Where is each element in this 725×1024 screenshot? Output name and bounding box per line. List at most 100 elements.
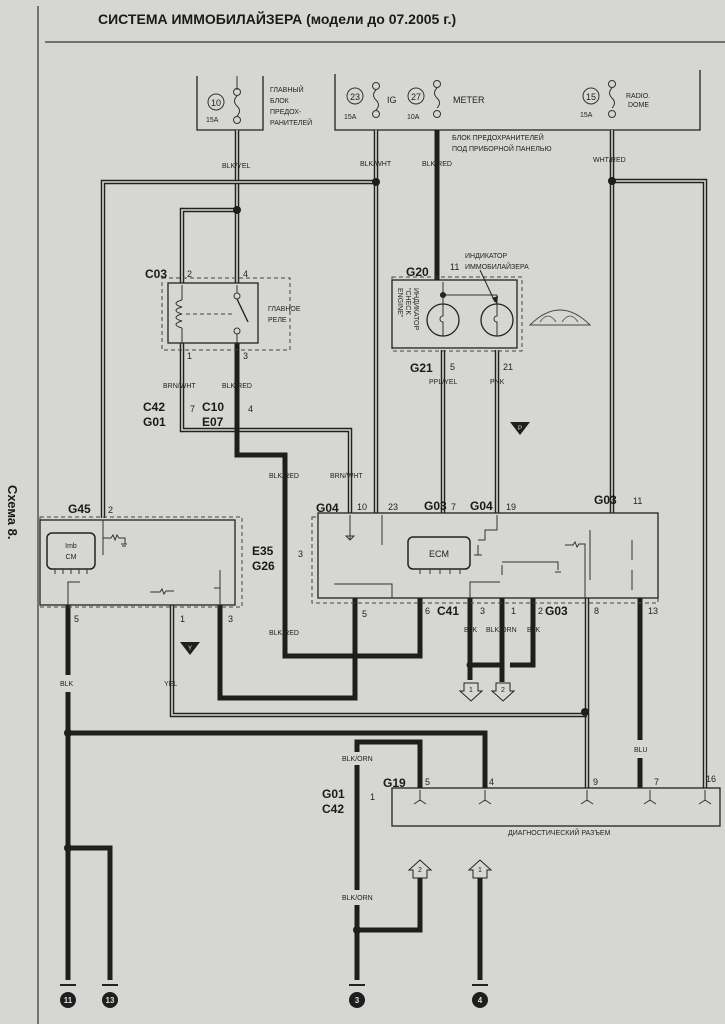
label: 2 (108, 505, 113, 515)
label: 5 (450, 362, 455, 372)
wire-label: BLK/RED (269, 630, 299, 637)
label: 9 (593, 777, 598, 787)
inline-connectors: C42 G01 7 C10 E07 4 E35 G26 3 G01 C42 1 (143, 400, 375, 816)
fuse-rating: 15A (344, 114, 357, 121)
label: 2 (538, 606, 543, 616)
fuse-27: 27 10A METER (407, 80, 485, 121)
pin-label: 4 (243, 269, 248, 279)
fuse-number: 27 (411, 92, 421, 102)
marker-y: Y (180, 642, 200, 655)
wire-label: PPL/YEL (429, 379, 458, 386)
fuse-number: 10 (211, 98, 221, 108)
terminal-icons (413, 790, 712, 805)
label: G04 (470, 499, 493, 513)
label: C42 (143, 400, 165, 414)
label: 19 (506, 502, 516, 512)
fuse-23: 23 15A IG (344, 82, 397, 121)
fuse-name: METER (453, 95, 485, 105)
label: 4 (248, 404, 253, 414)
indicator-arrow-icon (479, 269, 496, 303)
label: 5 (362, 609, 367, 619)
label: G19 (383, 776, 406, 790)
label: C10 (202, 400, 224, 414)
ground-4: 4 (472, 984, 488, 1008)
coil-icon (175, 299, 183, 329)
label: 6 (425, 606, 430, 616)
fuse-box-label: БЛОК (270, 98, 290, 105)
label: 8 (594, 606, 599, 616)
wire-label: BLU (634, 747, 648, 754)
label: 3 (298, 549, 303, 559)
ground-11: 11 (60, 984, 76, 1008)
marker-p: P (510, 422, 530, 435)
label: E35 (252, 544, 274, 558)
label: G45 (68, 502, 91, 516)
label: G21 (410, 361, 433, 375)
pin-label: 2 (187, 269, 192, 279)
diagnostic-connector: G19 5 4 9 7 16 ДИАГНОСТИЧЕСКИЙ РАЗЪЕМ (383, 774, 721, 837)
ecm: ECM G04 10 23 G03 7 G04 19 G03 11 5 6 C4… (311, 493, 659, 619)
label: 3 (228, 614, 233, 624)
page-title: СИСТЕМА ИММОБИЛАЙЗЕРА (модели до 07.2005… (98, 10, 456, 27)
label: 5 (74, 614, 79, 624)
label: Imb (65, 543, 77, 550)
wire-label: BRN/WHT (163, 383, 196, 390)
fuse-name: IG (387, 95, 397, 105)
ecm-chip-icon (407, 536, 471, 570)
relay-label: РЕЛЕ (268, 317, 287, 324)
label: 7 (190, 404, 195, 414)
immobilizer-control-module: Imb CM G45 2 5 1 3 (39, 502, 243, 624)
label: 3 (480, 606, 485, 616)
ref-arrow-1-up: 1 (467, 859, 493, 879)
main-relay: C03 2 4 1 3 ГЛАВНОЕ РЕЛЕ (145, 267, 301, 361)
label: P (518, 426, 522, 432)
label: 1 (511, 606, 516, 616)
wire-label: BLK (527, 627, 541, 634)
label: G20 (406, 265, 429, 279)
label: 11 (64, 996, 73, 1005)
fuse-name: RADIO. (626, 93, 650, 100)
label: CM (66, 554, 77, 561)
label: 13 (106, 996, 115, 1005)
indicator-label: ИММОБИЛАЙЗЕРА (465, 262, 529, 271)
label: 23 (388, 502, 398, 512)
label: 11 (450, 262, 459, 272)
wire-label: PNK (490, 379, 505, 386)
fuse-icon (609, 87, 615, 109)
diag-label: ДИАГНОСТИЧЕСКИЙ РАЗЪЕМ (508, 828, 611, 837)
instrument-cluster-icon (528, 309, 592, 326)
wire-label: BLK/YEL (222, 163, 251, 170)
label: G04 (316, 501, 339, 515)
wire-label: YEL (164, 681, 177, 688)
label: C41 (437, 604, 459, 618)
connector-label: C03 (145, 267, 167, 281)
ecm-label: ECM (429, 549, 449, 559)
wire-label: WHT/RED (593, 157, 626, 164)
label: 4 (478, 996, 483, 1005)
label: E07 (202, 415, 224, 429)
fuse-rating: 15A (206, 117, 219, 124)
fuse-box-label: ПРЕДОХ- (270, 109, 302, 116)
label: G03 (545, 604, 568, 618)
wire-label: BLK/RED (222, 383, 252, 390)
label: ИНДИКАТОР (412, 288, 419, 330)
label: G01 (143, 415, 166, 429)
wire-label: BRN/WHT (330, 473, 363, 480)
wire-label: BLK/WHT (360, 161, 392, 168)
wire-label: BLK/ORN (342, 756, 373, 763)
label: G01 (322, 787, 345, 801)
label: 11 (633, 496, 642, 506)
ground-3: 3 (349, 984, 365, 1008)
label: "CHECK (404, 288, 411, 315)
label: 1 (478, 867, 482, 874)
label: 2 (501, 687, 505, 694)
pin-label: 3 (243, 351, 248, 361)
label: 13 (648, 606, 658, 616)
wire-label: BLK/RED (422, 161, 452, 168)
wire-labels: BLK/YEL BLK/WHT BLK/RED WHT/RED BRN/WHT … (60, 157, 648, 902)
label: 7 (654, 777, 659, 787)
main-fuse-box: 10 15A ГЛАВНЫЙ БЛОК ПРЕДОХ- РАНИТЕЛЕЙ (196, 76, 312, 131)
wire-label: BLK (60, 681, 74, 688)
ground-13: 13 (102, 984, 118, 1008)
